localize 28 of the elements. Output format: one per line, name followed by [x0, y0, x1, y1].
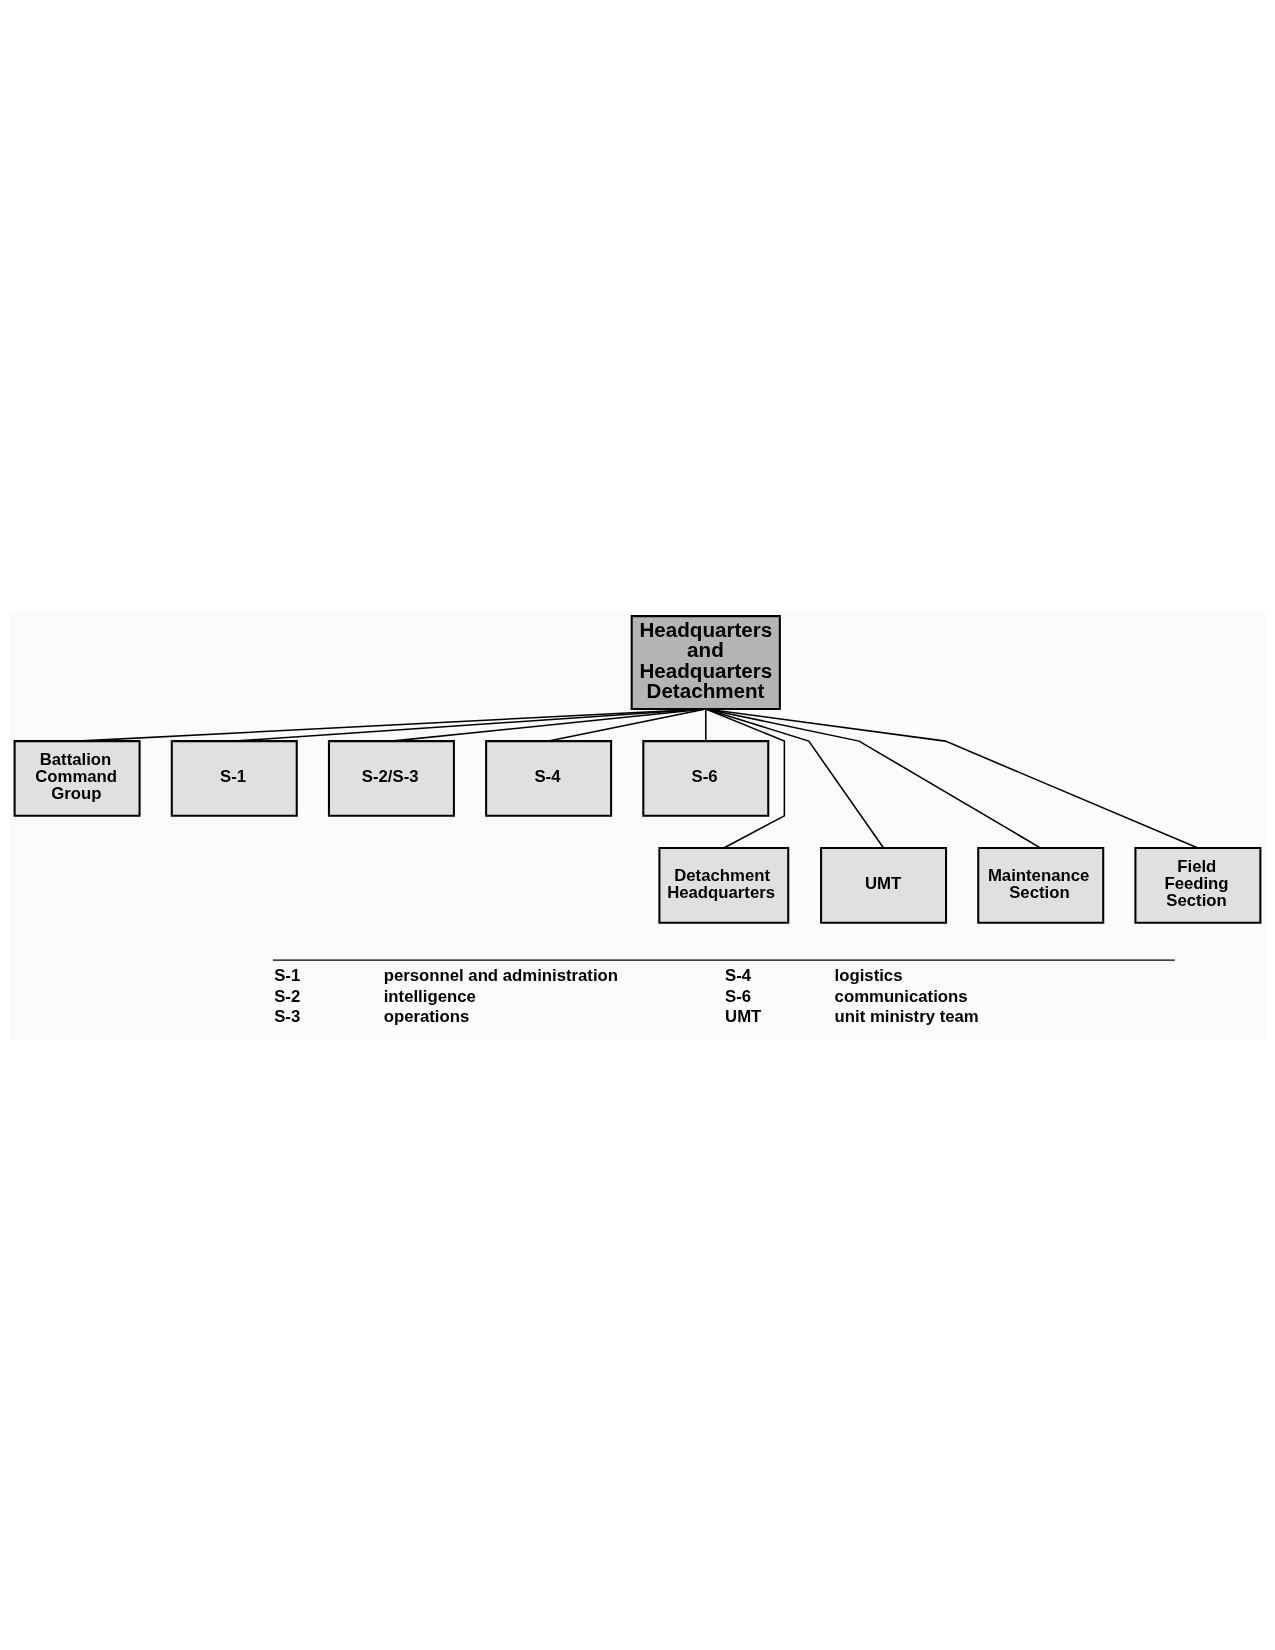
label: unit ministry team [834, 1006, 979, 1026]
connector [547, 707, 707, 742]
label: S-2 [274, 986, 301, 1006]
label: UMT [725, 1006, 762, 1026]
node-box: Detachment Headquarters [658, 846, 790, 924]
label: S-3 [274, 1006, 301, 1026]
label: personnel and administration [383, 965, 619, 985]
node-box: S-2/S-3 [327, 739, 455, 817]
node-box: UMT [820, 846, 948, 924]
node-box: S-6 [642, 739, 770, 817]
connector [705, 707, 1199, 849]
node-box: Battalion Command Group [13, 739, 141, 817]
connector [705, 707, 786, 849]
connector [705, 707, 1042, 849]
connector [705, 707, 707, 742]
node-box: Field Feeding Section [1134, 846, 1262, 924]
node-box: S-1 [170, 739, 298, 817]
label: logistics [834, 965, 903, 985]
connector [705, 707, 885, 849]
node-box: Headquarters and Headquarters Detachment [630, 614, 781, 710]
label: S-4 [725, 965, 752, 985]
node-box: S-4 [485, 739, 613, 817]
label: communications [834, 986, 968, 1006]
label: operations [383, 1006, 470, 1026]
label: intelligence [383, 986, 476, 1006]
node-box: Maintenance Section [977, 846, 1105, 924]
label: S-1 [274, 965, 301, 985]
label: S-6 [725, 986, 752, 1006]
